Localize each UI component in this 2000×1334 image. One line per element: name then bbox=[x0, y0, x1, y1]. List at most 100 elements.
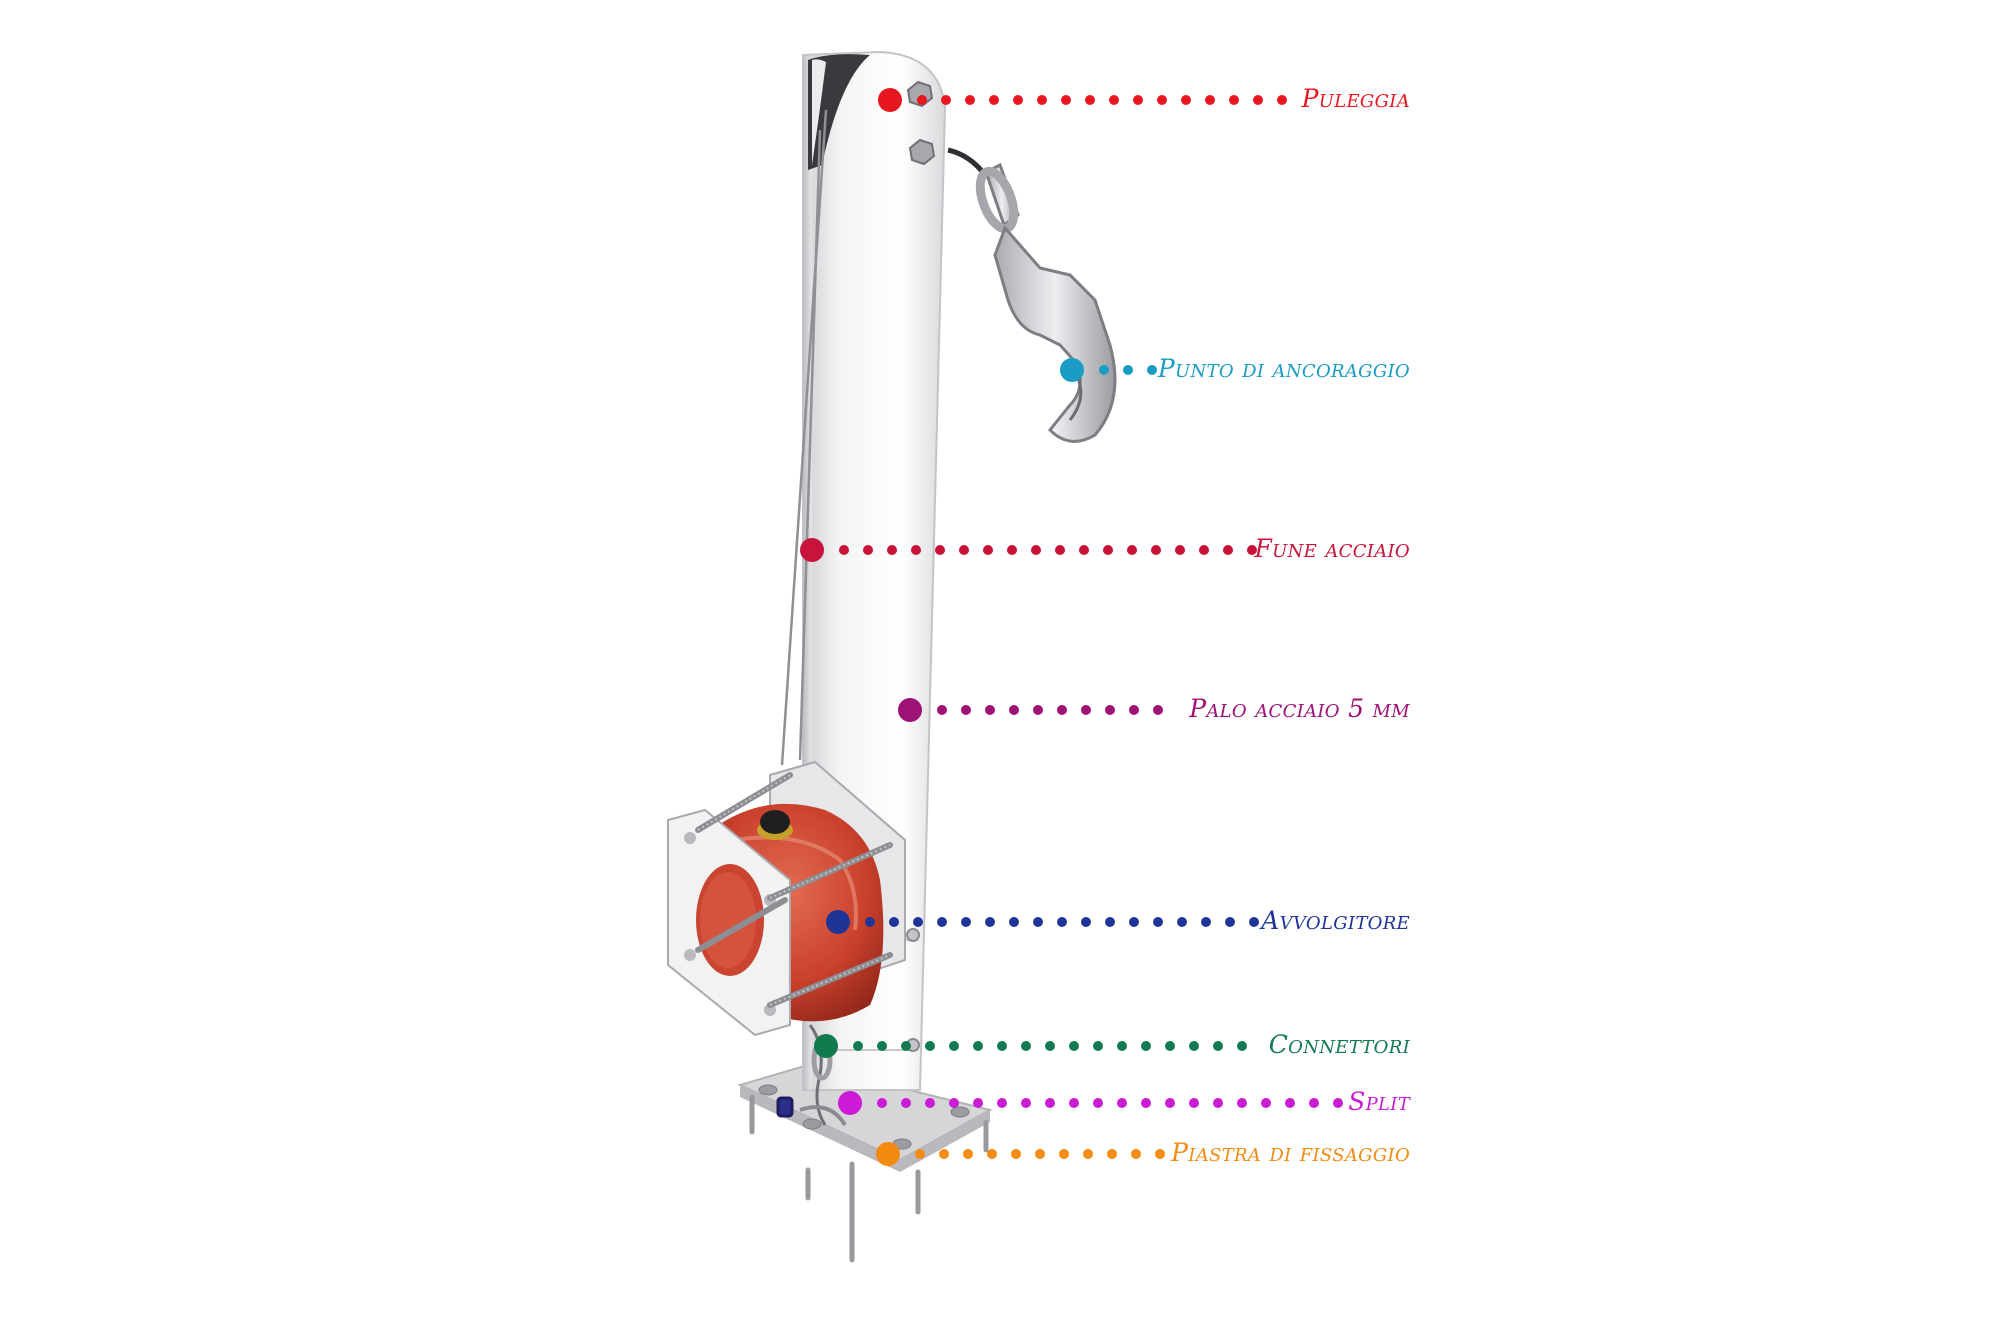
callout-marker bbox=[876, 1142, 900, 1166]
leader-dot bbox=[1129, 705, 1139, 715]
leader-dot bbox=[1229, 95, 1239, 105]
leader-dot bbox=[1141, 1041, 1151, 1051]
leader-dot bbox=[1009, 705, 1019, 715]
leader-dot bbox=[1153, 917, 1163, 927]
leader-dot bbox=[949, 1098, 959, 1108]
leader-dot bbox=[1007, 545, 1017, 555]
leader-dot bbox=[901, 1098, 911, 1108]
leader-dot bbox=[1109, 95, 1119, 105]
leader-dot bbox=[1011, 1149, 1021, 1159]
leader-dot bbox=[997, 1041, 1007, 1051]
snap-hook bbox=[975, 162, 1117, 443]
leader-dot bbox=[939, 1149, 949, 1159]
leader-dot bbox=[1261, 1098, 1271, 1108]
leader-dot bbox=[1033, 705, 1043, 715]
leader-dot bbox=[937, 917, 947, 927]
callout-fune bbox=[800, 538, 1257, 562]
leader-dot bbox=[959, 545, 969, 555]
leader-dot bbox=[1177, 917, 1187, 927]
leader-dot bbox=[1151, 545, 1161, 555]
leader-dot bbox=[989, 95, 999, 105]
leader-dot bbox=[983, 545, 993, 555]
leader-dot bbox=[973, 1098, 983, 1108]
leader-dot bbox=[1057, 705, 1067, 715]
callout-connettori bbox=[814, 1034, 1247, 1058]
leader-dot bbox=[1009, 917, 1019, 927]
leader-dot bbox=[1107, 1149, 1117, 1159]
leader-dot bbox=[1069, 1098, 1079, 1108]
callout-marker bbox=[826, 910, 850, 934]
leader-dot bbox=[997, 1098, 1007, 1108]
leader-dot bbox=[1165, 1098, 1175, 1108]
callouts bbox=[800, 88, 1343, 1166]
leader-dot bbox=[1099, 365, 1109, 375]
leader-dot bbox=[1117, 1098, 1127, 1108]
label-avvolgitore: Avvolgitore bbox=[1261, 906, 1410, 936]
leader-dot bbox=[1277, 95, 1287, 105]
leader-dot bbox=[1253, 95, 1263, 105]
leader-dot bbox=[1205, 95, 1215, 105]
leader-dot bbox=[1181, 95, 1191, 105]
leader-dot bbox=[1157, 95, 1167, 105]
leader-dot bbox=[1045, 1041, 1055, 1051]
leader-dot bbox=[961, 705, 971, 715]
leader-dot bbox=[1129, 917, 1139, 927]
leader-dot bbox=[1213, 1098, 1223, 1108]
leader-dot bbox=[1081, 705, 1091, 715]
leader-dot bbox=[1021, 1041, 1031, 1051]
leader-dot bbox=[1199, 545, 1209, 555]
leader-dot bbox=[1165, 1041, 1175, 1051]
leader-dot bbox=[1093, 1041, 1103, 1051]
leader-dot bbox=[1021, 1098, 1031, 1108]
leader-dot bbox=[1057, 917, 1067, 927]
callout-marker bbox=[800, 538, 824, 562]
leader-dot bbox=[1237, 1041, 1247, 1051]
leader-dot bbox=[877, 1041, 887, 1051]
callout-marker bbox=[878, 88, 902, 112]
leader-dot bbox=[1175, 545, 1185, 555]
leader-dot bbox=[1309, 1098, 1319, 1108]
leader-dot bbox=[1225, 917, 1235, 927]
leader-dot bbox=[925, 1098, 935, 1108]
leader-dot bbox=[985, 705, 995, 715]
label-split: Split bbox=[1348, 1087, 1410, 1117]
callout-marker bbox=[898, 698, 922, 722]
leader-dot bbox=[1213, 1041, 1223, 1051]
label-piastra-di-fissaggio: Piastra di fissaggio bbox=[1171, 1138, 1410, 1168]
leader-dot bbox=[925, 1041, 935, 1051]
leader-dot bbox=[913, 917, 923, 927]
leader-dot bbox=[1247, 545, 1257, 555]
callout-marker bbox=[814, 1034, 838, 1058]
leader-dot bbox=[1059, 1149, 1069, 1159]
leader-dot bbox=[985, 917, 995, 927]
leader-dot bbox=[915, 1149, 925, 1159]
leader-dot bbox=[1061, 95, 1071, 105]
leader-dot bbox=[973, 1041, 983, 1051]
base-plate bbox=[737, 1063, 993, 1263]
leader-dot bbox=[1013, 95, 1023, 105]
leader-dot bbox=[1153, 705, 1163, 715]
label-puleggia: Puleggia bbox=[1301, 84, 1410, 114]
callout-piastra bbox=[876, 1142, 1165, 1166]
leader-dot bbox=[1249, 917, 1259, 927]
leader-dot bbox=[1069, 1041, 1079, 1051]
callout-marker bbox=[838, 1091, 862, 1115]
leader-dot bbox=[1083, 1149, 1093, 1159]
callout-split bbox=[838, 1091, 1343, 1115]
leader-dot bbox=[1123, 365, 1133, 375]
label-palo-acciaio: Palo acciaio 5 mm bbox=[1189, 694, 1410, 724]
leader-dot bbox=[1223, 545, 1233, 555]
leader-dot bbox=[1035, 1149, 1045, 1159]
leader-dot bbox=[1031, 545, 1041, 555]
leader-dot bbox=[1133, 95, 1143, 105]
leader-dot bbox=[1045, 1098, 1055, 1108]
leader-dot bbox=[1155, 1149, 1165, 1159]
callout-puleggia bbox=[878, 88, 1287, 112]
label-fune-acciaio: Fune acciaio bbox=[1254, 534, 1410, 564]
leader-dot bbox=[1105, 705, 1115, 715]
leader-dot bbox=[1079, 545, 1089, 555]
leader-dot bbox=[917, 95, 927, 105]
leader-dot bbox=[1085, 95, 1095, 105]
leader-dot bbox=[963, 1149, 973, 1159]
